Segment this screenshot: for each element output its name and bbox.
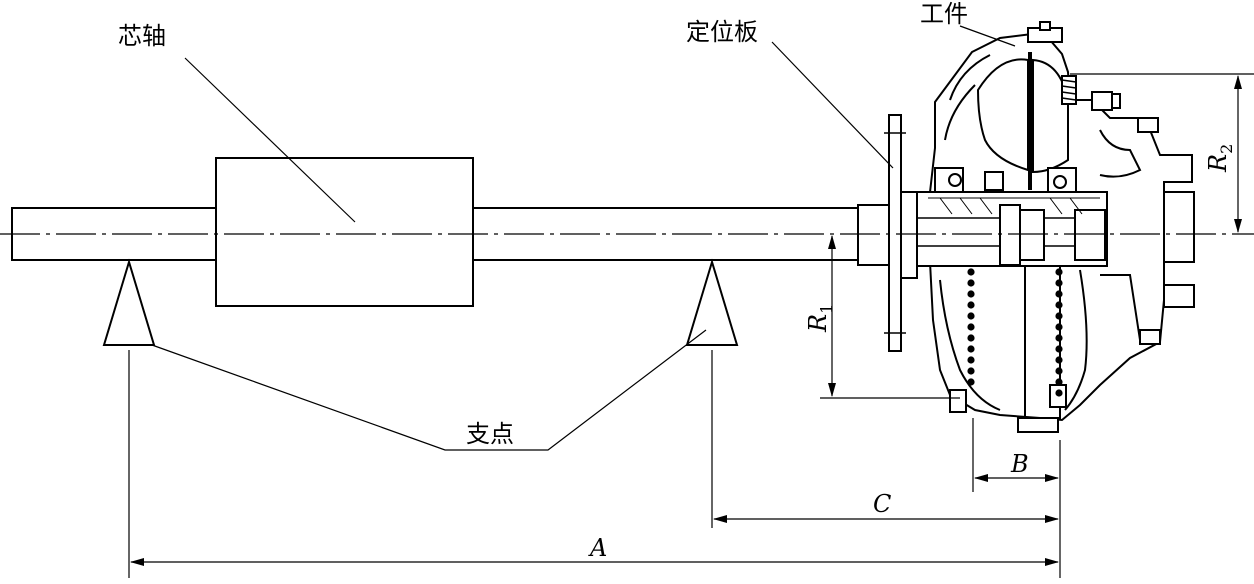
leader-fulcrum	[151, 329, 707, 451]
r1-subscript: 1	[817, 304, 836, 314]
locating-plate	[884, 114, 918, 352]
dim-label-r2: R2	[1204, 144, 1236, 173]
fulcrum-left	[102, 258, 156, 346]
shaft-hub	[857, 204, 891, 266]
dim-label-c: C	[873, 490, 891, 518]
label-workpiece: 工件	[920, 0, 968, 28]
leader-locating-plate	[771, 41, 894, 169]
r1-letter: R	[804, 314, 832, 333]
r2-subscript: 2	[1217, 144, 1236, 154]
label-locating-plate: 定位板	[686, 18, 758, 46]
r2-letter: R	[1204, 154, 1232, 173]
label-mandrel: 芯轴	[118, 22, 166, 50]
fulcrum-right	[685, 258, 739, 346]
dim-label-b: B	[1010, 450, 1029, 478]
dim-label-r1: R1	[804, 304, 836, 333]
dim-label-a: A	[588, 534, 607, 562]
svg-text:R1: R1	[804, 304, 836, 333]
leader-mandrel	[184, 57, 356, 223]
workpiece-assembly	[916, 21, 1195, 433]
ball-column-left	[967, 268, 975, 386]
leader-workpiece	[959, 25, 1016, 47]
ball-column-right	[1055, 268, 1063, 397]
svg-text:R2: R2	[1204, 144, 1236, 173]
mandrel-body	[215, 157, 474, 307]
label-fulcrum: 支点	[466, 420, 514, 448]
